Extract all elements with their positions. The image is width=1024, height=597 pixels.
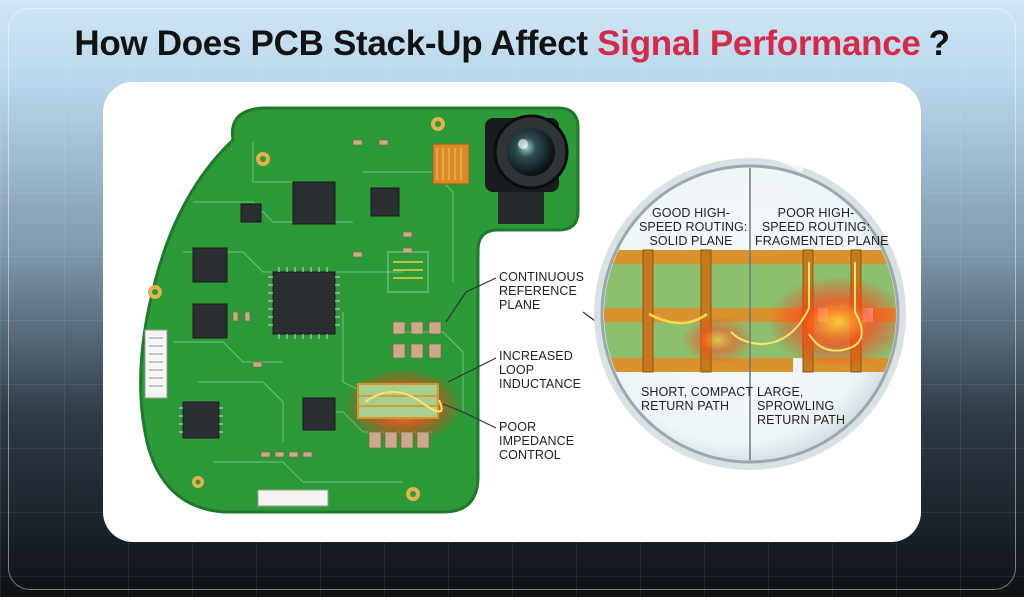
callout-impedance-control: POOR IMPEDANCE CONTROL [499, 420, 575, 462]
title-highlight: Signal Performance [597, 24, 921, 63]
title-question-mark: ? [928, 24, 950, 63]
magnifier-icon [594, 146, 906, 470]
page-title: How Does PCB Stack-Up Affect Signal Perf… [0, 24, 1024, 64]
inset-good-title: GOOD HIGH- SPEED ROUTING: SOLID PLANE [639, 206, 748, 248]
title-prefix: How Does PCB Stack-Up Affect [74, 24, 588, 63]
pcb-board [139, 106, 580, 514]
illustration-card: CONTINUOUS REFERENCE PLANE INCREASED LOO… [103, 82, 921, 542]
callout-loop-inductance: INCREASED LOOP INDUCTANCE [499, 349, 582, 391]
inset-poor-return: LARGE, SPROWLING RETURN PATH [757, 385, 846, 427]
inset-poor-title: POOR HIGH- SPEED ROUTING: FRAGMENTED PLA… [755, 206, 889, 248]
callout-continuous-plane: CONTINUOUS REFERENCE PLANE [499, 270, 585, 312]
pcb-illustration [139, 106, 906, 514]
inset-good-return: SHORT, COMPACT RETURN PATH [641, 385, 754, 413]
camera-icon [485, 114, 569, 224]
outer-frame [8, 8, 1016, 590]
